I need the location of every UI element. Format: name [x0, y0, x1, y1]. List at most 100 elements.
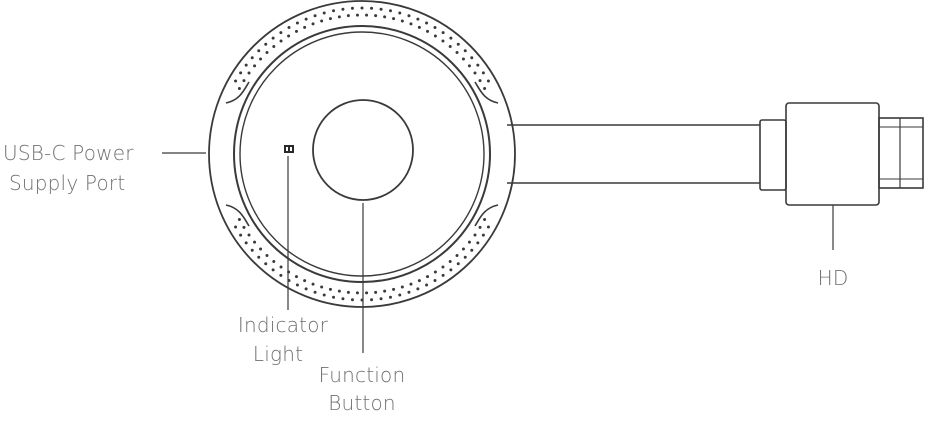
- vent-dot: [337, 289, 341, 293]
- vent-dot: [433, 270, 437, 274]
- vent-dot: [244, 241, 248, 245]
- vent-dot: [417, 279, 421, 283]
- vent-dot: [470, 248, 474, 252]
- vent-dot: [287, 26, 291, 30]
- vent-dot: [407, 14, 411, 18]
- vent-dot: [467, 64, 471, 68]
- vent-dot: [365, 291, 369, 295]
- vent-dot: [304, 287, 308, 291]
- vent-dot: [476, 63, 480, 67]
- vent-dot: [350, 6, 354, 10]
- vent-dot: [234, 225, 238, 229]
- vent-dot: [409, 22, 413, 26]
- vent-dot: [322, 293, 326, 297]
- vent-dot: [455, 253, 459, 257]
- vent-dot: [320, 285, 324, 289]
- vent-dot: [242, 225, 246, 229]
- vent-dot: [279, 273, 283, 277]
- usb-c-label-line1: USB-C Power: [3, 141, 134, 165]
- vent-dot: [257, 255, 261, 259]
- vent-dot: [313, 14, 317, 18]
- vent-dot: [279, 31, 283, 35]
- vent-dot: [253, 240, 257, 244]
- vent-dot: [370, 6, 374, 10]
- right-notch: [474, 81, 499, 104]
- vent-dot: [320, 19, 324, 23]
- vent-dot: [449, 268, 453, 272]
- vent-dot: [463, 49, 467, 53]
- vent-dot: [239, 71, 243, 75]
- vent-dot: [486, 225, 490, 229]
- vent-dot: [478, 79, 482, 83]
- indicator-light: [284, 145, 294, 153]
- vent-dot: [272, 45, 276, 49]
- vent-dot: [244, 63, 248, 67]
- vent-dot: [481, 71, 485, 75]
- puck-outer-ring: [208, 0, 516, 308]
- left-notch: [225, 81, 250, 104]
- hd-label: HD: [818, 266, 849, 290]
- vent-dot: [392, 17, 396, 21]
- vent-dot: [294, 275, 298, 279]
- cable: [507, 124, 760, 184]
- function-button[interactable]: [312, 99, 414, 201]
- vent-dot: [461, 247, 465, 251]
- vent-dot: [478, 225, 482, 229]
- vent-dot: [448, 259, 452, 263]
- vent-dot: [346, 14, 350, 18]
- vent-dot: [455, 51, 459, 55]
- vent-dot: [332, 9, 336, 13]
- vent-dot: [237, 86, 241, 90]
- puck-body: [208, 0, 516, 308]
- right-notch-lower: [474, 204, 499, 227]
- indicator-label-line2: Light: [253, 342, 303, 366]
- vent-dot: [265, 253, 269, 257]
- vent-dot: [467, 240, 471, 244]
- vent-dot: [313, 290, 317, 294]
- vent-dot: [271, 268, 275, 272]
- vent-dot: [370, 298, 374, 302]
- function-label-line1: Function: [319, 363, 406, 387]
- vent-dot: [250, 56, 254, 60]
- vent-dot: [355, 13, 359, 17]
- vent-dot: [398, 293, 402, 297]
- vent-dot: [265, 51, 269, 55]
- left-notch-lower: [225, 204, 250, 227]
- vent-dot: [332, 295, 336, 299]
- vent-dot: [449, 36, 453, 40]
- vent-dot: [476, 241, 480, 245]
- vent-dot: [303, 25, 307, 29]
- vent-dot: [473, 71, 477, 75]
- vent-dot: [441, 39, 445, 43]
- vent-dot: [304, 17, 308, 21]
- vent-dot: [388, 295, 392, 299]
- vent-dot: [239, 233, 243, 237]
- usb-c-label-line2: Supply Port: [9, 171, 125, 195]
- vent-dot: [383, 289, 387, 293]
- vent-dot: [483, 86, 487, 90]
- vent-dot: [237, 218, 241, 222]
- vent-dot: [355, 291, 359, 295]
- vent-dot: [407, 290, 411, 294]
- vent-dot: [400, 19, 404, 23]
- vent-dot: [441, 31, 445, 35]
- vent-dot: [374, 14, 378, 18]
- vent-dot: [383, 15, 387, 19]
- vent-dot: [433, 278, 437, 282]
- vent-dot: [259, 247, 263, 251]
- vent-dot: [416, 17, 420, 21]
- vent-dot: [379, 297, 383, 301]
- vent-dot: [425, 21, 429, 25]
- vent-dot: [433, 34, 437, 38]
- vent-dot: [392, 287, 396, 291]
- vent-dot: [388, 9, 392, 13]
- vent-dot: [328, 287, 332, 291]
- vent-dot: [483, 218, 487, 222]
- vent-dot: [337, 15, 341, 19]
- vent-dot: [259, 57, 263, 61]
- vent-dot: [400, 285, 404, 289]
- vent-dot: [461, 57, 465, 61]
- vent-dot: [456, 262, 460, 266]
